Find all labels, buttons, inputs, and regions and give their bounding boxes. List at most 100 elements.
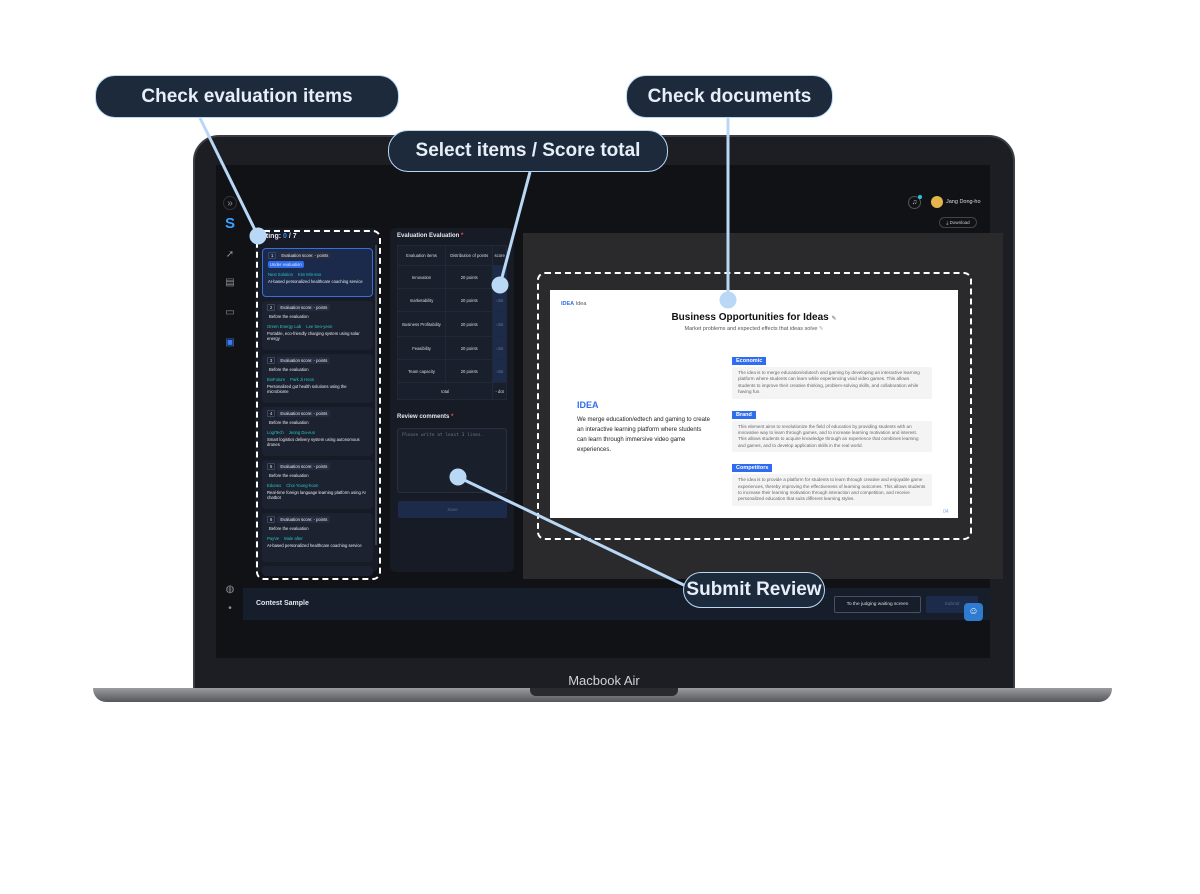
bell-icon[interactable]: ♫ [908,196,921,209]
row-points: 20 points [445,288,494,312]
chat-icon[interactable]: ▭ [225,307,235,318]
avatar[interactable] [931,196,943,208]
evaluation-title: Evaluation Evaluation * [397,233,464,239]
download-button[interactable]: ⤓ Download [939,217,977,228]
card-number: 2 [267,304,276,311]
callout-dot [491,276,509,294]
score-input[interactable]: -dot [492,288,507,312]
row-points: 20 points [445,359,494,383]
contest-name: Contest Sample [256,600,309,607]
card-score: Evaluation score: - points [277,357,331,364]
card-title: Personalized gut health solutions using … [267,384,347,394]
card-score: Evaluation score: - points [278,252,332,259]
section-label: Competitors [732,464,773,473]
slide-subtitle: Market problems and expected effects tha… [684,326,824,332]
globe-icon[interactable]: ◍ [225,584,235,595]
section-label: Brand [732,410,756,419]
notification-dot [918,195,922,199]
candidate-card-partial[interactable] [262,566,373,576]
card-title: AI-based personalized healthcare coachin… [268,279,363,284]
card-score: Evaluation score: - points [277,410,331,417]
callout-submit-review: Submit Review [683,572,825,608]
card-team: LogiTech [267,430,284,435]
edit-icon[interactable]: ✎ [831,316,837,322]
rating-count: ating: 0 / 7 [262,233,297,240]
logo-icon: S [224,215,235,232]
card-title: Real-time foreign language learning plat… [267,490,366,500]
waiting-screen-button[interactable]: To the judging waiting screen [834,596,921,613]
laptop-notch [530,688,678,696]
card-team: PayVe [267,536,280,541]
rocket-icon[interactable]: ➚ [225,249,235,260]
card-title: Smart logistics delivery system using au… [267,437,360,447]
document-icon[interactable]: ▤ [225,277,235,288]
card-status: Before the evaluation [269,420,309,425]
sidebar: » S ➚ ▤ ▭ ▣ ◍ • [216,190,243,620]
idea-heading: IDEA [577,400,599,410]
section-text: This element aims to revolutionize the f… [732,420,932,453]
row-item: Team capacity [396,359,447,383]
callout-line-items [198,117,260,237]
user-name[interactable]: Jang Dong-ho [946,199,981,205]
card-status: Under evaluation [268,261,304,268]
document-slide: IDEA Idea Business Opportunities for Ide… [550,290,958,518]
score-input[interactable]: -dot [492,359,507,383]
download-label: Download [949,220,970,225]
card-score: Evaluation score: - points [277,463,331,470]
row-points: 20 points [445,265,494,289]
total-label: total [396,382,494,400]
chat-support-icon[interactable]: ☺ [964,603,983,621]
row-item: Innovation [396,265,447,289]
footer-bar [243,588,990,620]
profile-icon[interactable]: • [228,603,232,614]
section-text: The idea is to provide a platform for st… [732,474,932,506]
card-person: Park Ji Hoon [290,377,315,382]
card-person: Male after [284,536,303,541]
save-button[interactable]: Save [398,501,507,518]
card-person: Kim Min-soo [297,272,322,277]
page-number: 04 [943,509,949,515]
callout-line-submit [457,475,691,590]
callout-dot [249,227,267,245]
edit-icon[interactable]: ✎ [818,326,824,332]
card-status: Before the evaluation [269,473,309,478]
header-score: score [492,245,507,266]
card-status: Before the evaluation [269,314,309,319]
callout-dot [449,468,467,486]
callout-check-docs: Check documents [626,75,833,118]
highlight-evaluation-items [256,230,381,580]
idea-text: We merge education/edtech and gaming to … [577,417,710,453]
card-score: Evaluation score: - points [277,516,331,523]
card-team: Green Energy Lab [267,324,302,329]
slide-title: Business Opportunities for Ideas ✎ [671,312,837,323]
expand-icon[interactable]: » [223,196,237,210]
card-person: Choi Young-hoon [286,483,319,488]
folder-icon[interactable]: ▣ [225,337,235,348]
score-input[interactable]: -dot [492,311,507,337]
scrollbar[interactable] [375,245,377,545]
callout-check-items: Check evaluation items [95,75,399,118]
total-value: - dot [492,382,507,400]
row-points: 20 points [445,311,494,337]
section-text: The idea is to merge education/edutech a… [732,367,932,399]
card-team: BioFuture [267,377,286,382]
download-icon: ⤓ [946,220,950,225]
callout-line-select [498,171,532,286]
card-number: 5 [267,463,276,470]
callout-select-items: Select items / Score total [388,130,668,172]
